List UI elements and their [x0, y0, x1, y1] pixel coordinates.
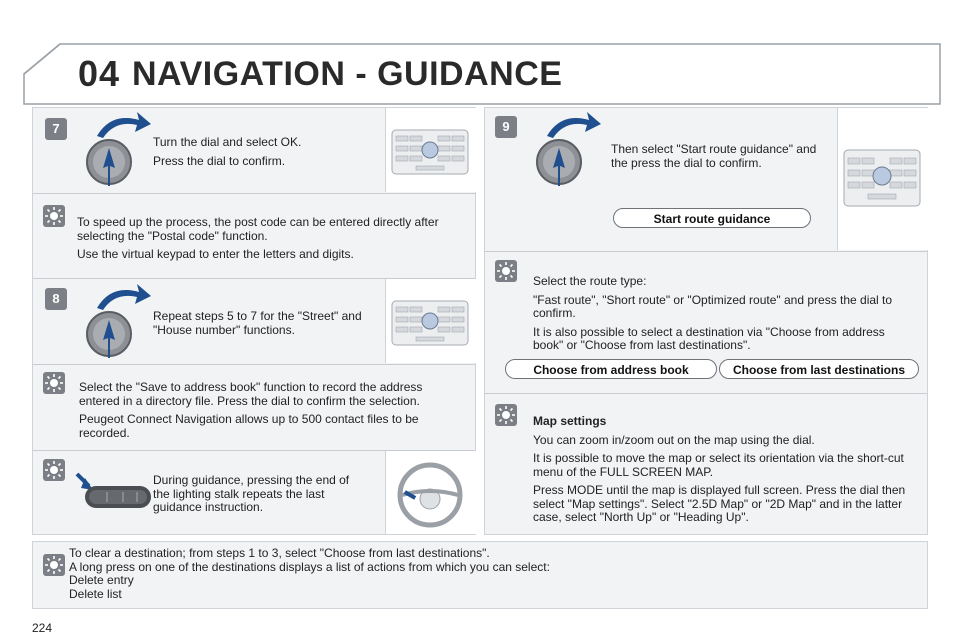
tip-sun-icon	[43, 205, 65, 227]
step-badge-7: 7	[45, 118, 67, 140]
dial-turn-icon	[86, 112, 151, 186]
bottom-note: To clear a destination; from steps 1 to …	[32, 541, 928, 609]
console-panel-icon	[391, 129, 469, 175]
tip5-line3: Press MODE until the map is displayed fu…	[533, 483, 906, 524]
bottom-line2: A long press on one of the destinations …	[69, 559, 550, 574]
console-panel-icon	[843, 149, 921, 207]
step9-line1: Then select "Start route guidance" and t…	[611, 142, 817, 170]
page-title: NAVIGATION - GUIDANCE	[132, 55, 563, 93]
step7-line1: Turn the dial and select OK.	[153, 135, 302, 149]
choose-from-address-book-button[interactable]: Choose from address book	[505, 359, 717, 379]
tip1-line1: To speed up the process, the post code c…	[77, 215, 439, 243]
tip1-line2: Use the virtual keypad to enter the lett…	[77, 247, 354, 261]
console-panel-icon	[391, 300, 469, 346]
step8-line1: Repeat steps 5 to 7 for the "Street" and…	[153, 309, 362, 337]
tip2-line2: Peugeot Connect Navigation allows up to …	[79, 412, 419, 440]
bottom-line3: Delete entry	[69, 573, 134, 587]
tip-sun-icon	[43, 372, 65, 394]
tip5-line1: You can zoom in/zoom out on the map usin…	[533, 432, 815, 447]
tip3-line1: During guidance, pressing the end of the…	[153, 473, 350, 514]
page-number: 224	[32, 621, 53, 635]
steering-wheel-icon	[397, 462, 463, 528]
chapter-number: 04	[78, 53, 121, 94]
step-badge-8: 8	[45, 288, 67, 310]
console-image-7	[385, 108, 476, 192]
dial-press-icon	[536, 112, 601, 186]
tip5-heading: Map settings	[533, 414, 607, 428]
tip2-line1: Select the "Save to address book" functi…	[79, 380, 423, 408]
chapter-header: 04 NAVIGATION - GUIDANCE	[22, 40, 942, 110]
start-route-guidance-button[interactable]: Start route guidance	[613, 208, 811, 228]
right-panel: 9 Then select "Start route guidance" and…	[484, 107, 928, 535]
tip4-line2: "Fast route", "Short route" or "Optimize…	[533, 292, 893, 320]
tip4-line1: Select the route type:	[533, 274, 647, 288]
dial-turn-icon	[86, 284, 151, 358]
choose-from-last-destinations-button[interactable]: Choose from last destinations	[719, 359, 919, 379]
tip-sun-icon	[495, 404, 517, 426]
tip5-line2: It is possible to move the map or select…	[533, 451, 904, 479]
bottom-line1: To clear a destination; from steps 1 to …	[69, 546, 490, 560]
lighting-stalk-icon	[75, 472, 151, 508]
header-frame	[23, 43, 941, 105]
bottom-line4: Delete list	[69, 586, 122, 601]
tip-sun-icon	[495, 260, 517, 282]
step-badge-9: 9	[495, 116, 517, 138]
console-image-9	[837, 108, 928, 250]
tip-sun-icon	[43, 459, 65, 481]
tip-sun-icon	[43, 554, 65, 576]
tip4-line3: It is also possible to select a destinat…	[533, 324, 885, 352]
left-panel: 7 Turn the dial and select OK. Press the…	[32, 107, 476, 535]
console-image-8	[385, 279, 476, 363]
steering-wheel-image	[385, 451, 476, 534]
step7-line2: Press the dial to confirm.	[153, 153, 286, 168]
